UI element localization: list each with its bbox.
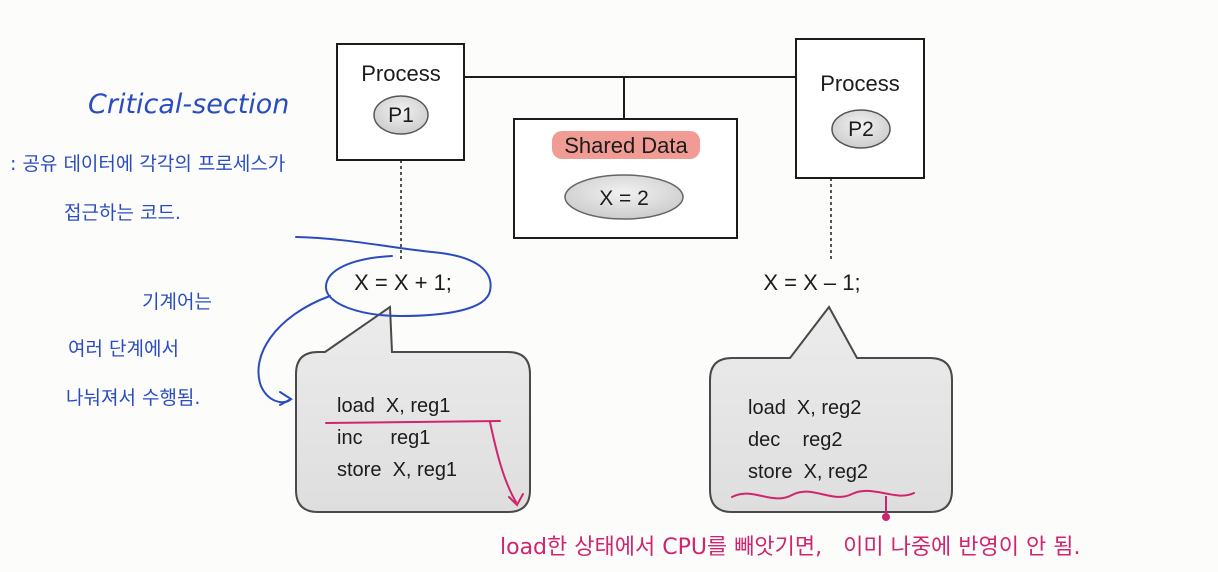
machine-code-note-line1: 기계어는 xyxy=(142,291,212,313)
shared-data-value: X = 2 xyxy=(599,187,649,210)
process-p2-pill xyxy=(831,109,891,149)
p1-code-bubble: load X, reg1 inc reg1 store X, reg1 xyxy=(295,305,531,513)
machine-code-note-line2: 여러 단계에서 xyxy=(68,338,179,360)
process-p1-pill xyxy=(373,95,429,135)
p2-code-line: store X, reg2 xyxy=(748,461,868,483)
process-p2-title: Process xyxy=(820,71,899,96)
process-p1-pill-label: P1 xyxy=(388,104,414,127)
p2-statement: X = X – 1; xyxy=(763,270,860,295)
p2-code-line: load X, reg2 xyxy=(748,397,861,419)
p1-code-line: load X, reg1 xyxy=(337,395,450,417)
process-p2-pill-label: P2 xyxy=(848,118,874,141)
load-underline xyxy=(325,420,501,424)
shared-data-pill xyxy=(564,174,684,220)
blue-annotations: Critical-section : 공유 데이터에 각각의 프로세스가 접근하… xyxy=(10,89,492,409)
shared-data-highlight xyxy=(552,131,700,159)
statement-circle-mark xyxy=(295,236,492,318)
bottom-note: load한 상태에서 CPU를 빼앗기면, 이미 나중에 반영이 안 됨. xyxy=(500,535,1080,560)
store-wavy-underline xyxy=(731,489,915,500)
p1-code-line: store X, reg1 xyxy=(337,459,457,481)
critical-section-desc-line1: : 공유 데이터에 각각의 프로세스가 xyxy=(10,153,285,175)
process-p1-box: Process P1 xyxy=(336,43,465,161)
machine-code-note-line3: 나눠져서 수행됨. xyxy=(66,387,200,409)
shared-data-box: Shared Data X = 2 xyxy=(513,118,738,239)
shared-data-title: Shared Data xyxy=(564,133,688,158)
arrowhead-icon xyxy=(508,493,524,507)
p1-code-line: inc reg1 xyxy=(337,427,430,449)
process-p1-title: Process xyxy=(361,61,440,86)
load-arrow xyxy=(489,421,517,503)
process-p2-box: Process P2 xyxy=(795,38,925,179)
critical-section-title: Critical-section xyxy=(88,89,289,120)
connector-lines xyxy=(400,76,832,262)
pink-annotations: load한 상태에서 CPU를 빼앗기면, 이미 나중에 반영이 안 됨. xyxy=(325,420,1080,560)
machine-code-arrow xyxy=(257,295,331,404)
critical-section-desc-line2: 접근하는 코드. xyxy=(64,202,181,224)
store-arrow-dot xyxy=(882,513,890,521)
arrowhead-icon xyxy=(279,391,293,406)
p2-code-bubble: load X, reg2 dec reg2 store X, reg2 xyxy=(709,305,953,513)
p1-statement: X = X + 1; xyxy=(354,270,452,295)
p2-code-line: dec reg2 xyxy=(748,429,843,451)
